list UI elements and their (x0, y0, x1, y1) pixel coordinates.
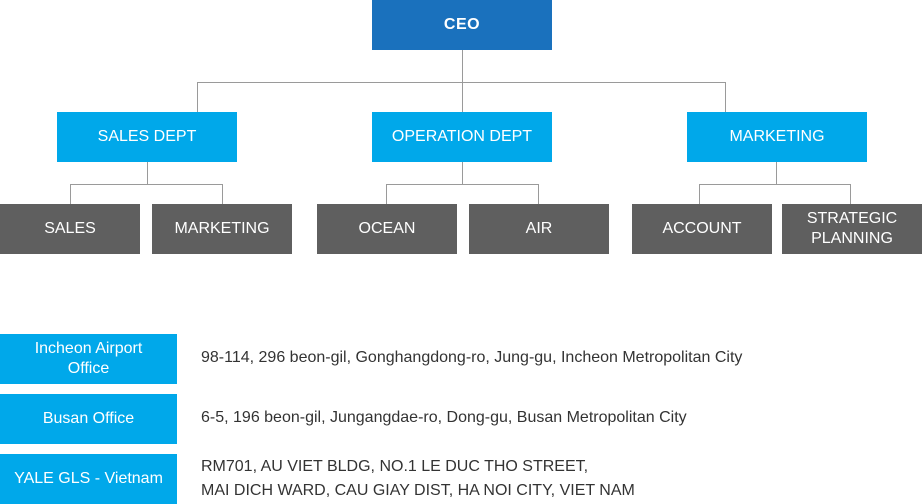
office-address-vietnam: RM701, AU VIET BLDG, NO.1 LE DUC THO STR… (201, 455, 635, 503)
connector (386, 184, 539, 185)
connector (462, 82, 463, 112)
connector (197, 82, 726, 83)
office-name-incheon: Incheon Airport Office (0, 334, 177, 384)
address-line: RM701, AU VIET BLDG, NO.1 LE DUC THO STR… (201, 458, 589, 475)
ceo-box: CEO (372, 0, 552, 50)
address-line: 6-5, 196 beon-gil, Jungangdae-ro, Dong-g… (201, 409, 687, 426)
dept-sales: SALES DEPT (57, 112, 237, 162)
connector (699, 184, 700, 204)
team-account: ACCOUNT (632, 204, 772, 254)
connector (197, 82, 198, 112)
office-address-incheon: 98-114, 296 beon-gil, Gonghangdong-ro, J… (201, 346, 742, 370)
connector (776, 162, 777, 184)
office-name-vietnam: YALE GLS - Vietnam (0, 454, 177, 504)
dept-marketing: MARKETING (687, 112, 867, 162)
team-sales: SALES (0, 204, 140, 254)
connector (725, 82, 726, 112)
connector (850, 184, 851, 204)
connector (462, 50, 463, 82)
team-ocean: OCEAN (317, 204, 457, 254)
connector (147, 162, 148, 184)
connector (699, 184, 851, 185)
connector (70, 184, 223, 185)
connector (462, 162, 463, 184)
dept-operation: OPERATION DEPT (372, 112, 552, 162)
team-marketing: MARKETING (152, 204, 292, 254)
team-air: AIR (469, 204, 609, 254)
office-address-busan: 6-5, 196 beon-gil, Jungangdae-ro, Dong-g… (201, 406, 687, 430)
address-line: MAI DICH WARD, CAU GIAY DIST, HA NOI CIT… (201, 482, 635, 499)
connector (538, 184, 539, 204)
office-name-busan: Busan Office (0, 394, 177, 444)
team-strategic-planning: STRATEGIC PLANNING (782, 204, 922, 254)
connector (386, 184, 387, 204)
connector (222, 184, 223, 204)
address-line: 98-114, 296 beon-gil, Gonghangdong-ro, J… (201, 349, 743, 366)
connector (70, 184, 71, 204)
